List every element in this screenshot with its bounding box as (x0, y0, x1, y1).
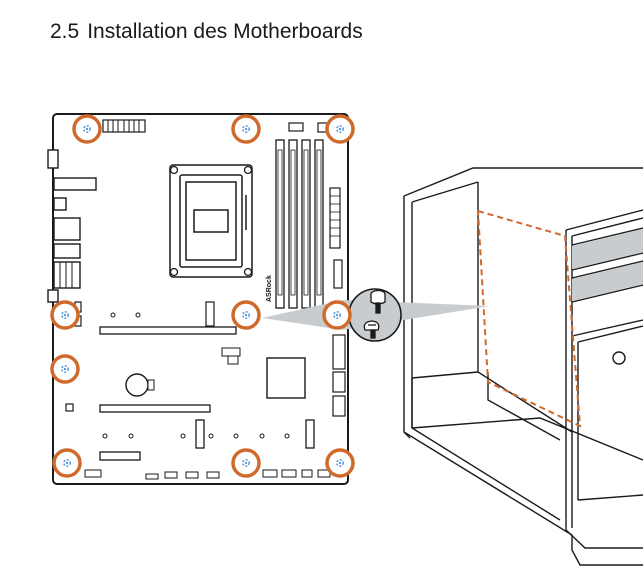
screw-hole-icon (50, 354, 80, 384)
motherboard-icon: ASRock (47, 113, 349, 485)
screw-hole-icon (50, 300, 80, 330)
screw-hole-icon (231, 300, 261, 330)
section-heading: 2.5 Installation des Motherboards (50, 20, 363, 44)
screw-hole-icon (322, 300, 352, 330)
screw-icon (363, 320, 380, 339)
screw-holes (50, 114, 355, 478)
drive-bay-icon (572, 262, 643, 301)
screw-zoom-callout (262, 288, 490, 342)
pc-case-icon (403, 167, 643, 566)
placement-guide-outline (476, 209, 582, 428)
screw-hole-icon (72, 114, 102, 144)
screw-hole-icon (325, 114, 355, 144)
screw-hole-icon (52, 448, 82, 478)
screw-hole-icon (325, 448, 355, 478)
drive-bay-icon (572, 229, 643, 269)
screw-hole-icon (231, 448, 261, 478)
section-number: 2.5 (50, 20, 80, 43)
screw-hole-icon (231, 114, 261, 144)
brand-mark: ASRock (266, 275, 273, 302)
section-title: Installation des Motherboards (87, 20, 363, 43)
standoff-icon (370, 289, 386, 314)
